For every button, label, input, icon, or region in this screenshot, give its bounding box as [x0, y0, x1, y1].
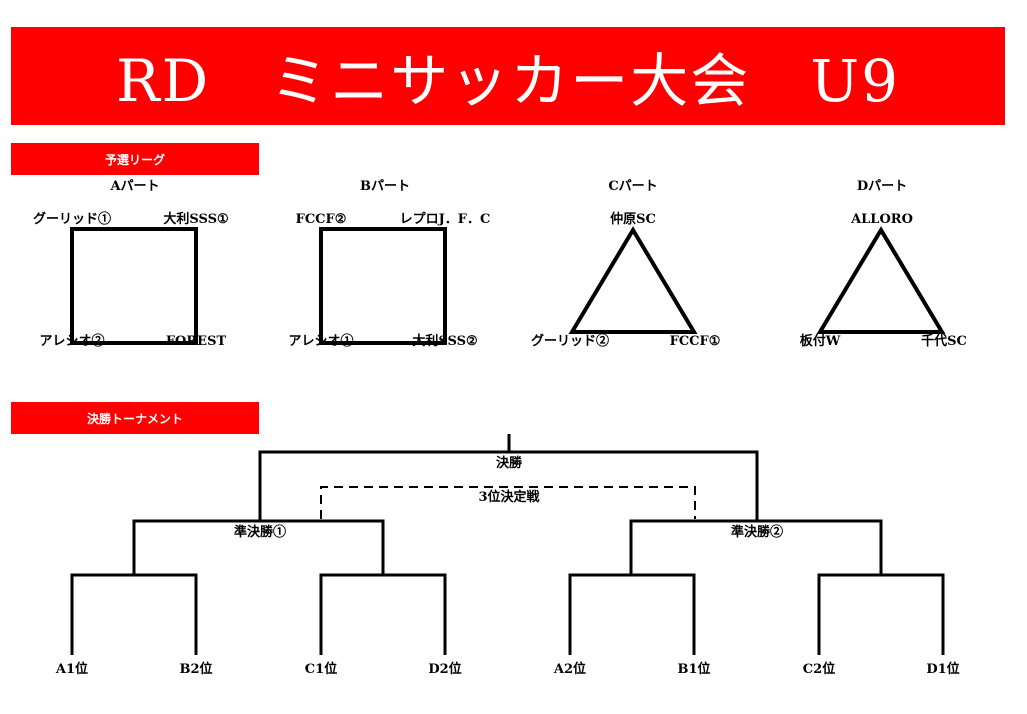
- part-b-label: Bパート: [360, 179, 410, 194]
- group-b-square: [319, 227, 447, 345]
- team-label: 板付W: [800, 333, 841, 349]
- part-d-label: Dパート: [857, 179, 907, 194]
- third-place-line: [320, 486, 696, 519]
- part-c-label: Cパート: [608, 179, 657, 194]
- seed-label: C2位: [803, 661, 835, 677]
- seed-label: D2位: [428, 661, 461, 677]
- team-label: ALLORO: [850, 212, 913, 227]
- bracket: [70, 434, 945, 655]
- team-label: FCCF②: [296, 212, 347, 227]
- team-label: グーリッド②: [531, 333, 609, 349]
- league-section-header: 予選リーグ: [11, 143, 259, 175]
- team-label: 仲原SC: [610, 211, 656, 227]
- team-label: レプロJ．F．C: [400, 212, 491, 227]
- team-label: グーリッド①: [33, 211, 111, 227]
- team-label: 大利SSS①: [163, 211, 228, 227]
- third-place-label: 3位決定戦: [478, 489, 540, 505]
- team-label: アレシオ②: [39, 333, 104, 349]
- team-label: 千代SC: [921, 333, 967, 349]
- team-label: FOREST: [166, 334, 227, 349]
- semifinal-1-label: 準決勝①: [234, 524, 286, 540]
- seed-label: A2位: [553, 661, 586, 677]
- seed-label: B2位: [179, 661, 212, 677]
- group-d-triangle: [816, 226, 946, 334]
- page-title: RD ミニサッカー大会 U9: [11, 27, 1005, 125]
- seed-label: C1位: [305, 661, 337, 677]
- seed-label: A1位: [55, 661, 88, 677]
- seed-label: D1位: [926, 661, 959, 677]
- tournament-section-header: 決勝トーナメント: [11, 402, 259, 434]
- final-label: 決勝: [496, 455, 523, 471]
- seed-label: B1位: [677, 661, 710, 677]
- team-label: アレシオ①: [288, 333, 353, 349]
- group-c-triangle: [568, 226, 698, 334]
- semifinal-2-label: 準決勝②: [731, 524, 783, 540]
- group-a-square: [70, 227, 198, 345]
- part-a-label: Aパート: [109, 179, 159, 194]
- team-label: 大利SSS②: [412, 333, 477, 349]
- team-label: FCCF①: [670, 334, 721, 349]
